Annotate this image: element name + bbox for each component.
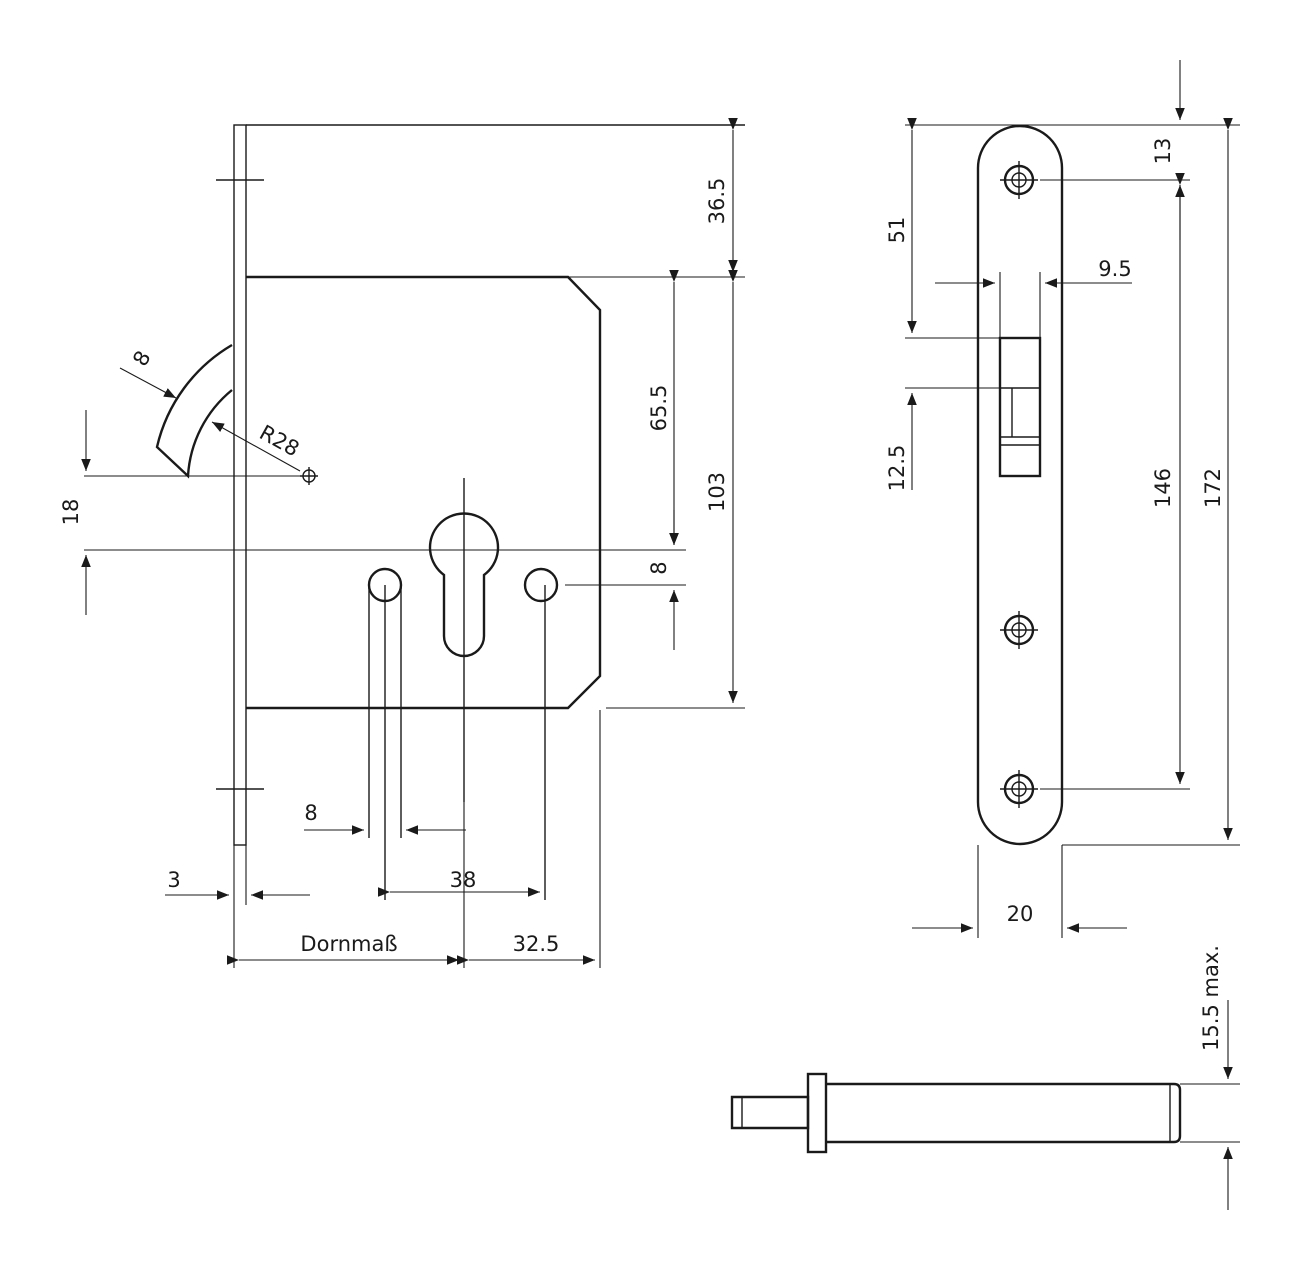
label-18: 18 (59, 499, 83, 526)
label-65-5: 65.5 (647, 385, 671, 432)
label-172: 172 (1201, 468, 1225, 508)
side-view-dimensions (905, 60, 1240, 938)
lock-case-outline (246, 275, 602, 710)
follower-hole-right (523, 567, 559, 603)
label-3: 3 (167, 868, 180, 892)
faceplate-side-view (976, 124, 1064, 846)
label-dornmass: Dornmaß (300, 932, 397, 956)
label-146: 146 (1151, 468, 1175, 508)
label-51: 51 (885, 217, 909, 244)
bolt-body (826, 1082, 1182, 1144)
label-36-5: 36.5 (705, 178, 729, 225)
label-r28: R28 (256, 420, 304, 461)
label-9-5: 9.5 (1098, 257, 1131, 281)
hook-bolt (155, 343, 233, 479)
label-8-arc: 8 (128, 347, 155, 371)
bolt-top-view (730, 1072, 1182, 1154)
bolt-flange (806, 1072, 828, 1154)
screw-hole-bottom (1000, 770, 1038, 808)
lock-body-front-view (155, 124, 745, 900)
label-32-5: 32.5 (513, 932, 560, 956)
label-15-5-max: 15.5 max. (1199, 945, 1223, 1051)
label-12-5: 12.5 (885, 445, 909, 492)
label-20: 20 (1007, 902, 1034, 926)
hook-bolt-slot (998, 336, 1042, 478)
faceplate-edge (233, 124, 247, 846)
front-view-dimensions (81, 118, 745, 968)
bolt-dimensions (1180, 1000, 1240, 1210)
faceplate-outline (976, 124, 1064, 846)
screw-hole-middle (1000, 611, 1038, 649)
screw-hole-top (1000, 161, 1038, 199)
bolt-stub (730, 1095, 810, 1130)
label-13: 13 (1151, 138, 1175, 165)
label-8-keyhole: 8 (647, 561, 671, 574)
label-8-hole: 8 (304, 801, 317, 825)
label-38: 38 (450, 868, 477, 892)
label-103: 103 (705, 472, 729, 512)
cylinder-keyhole (428, 512, 500, 658)
